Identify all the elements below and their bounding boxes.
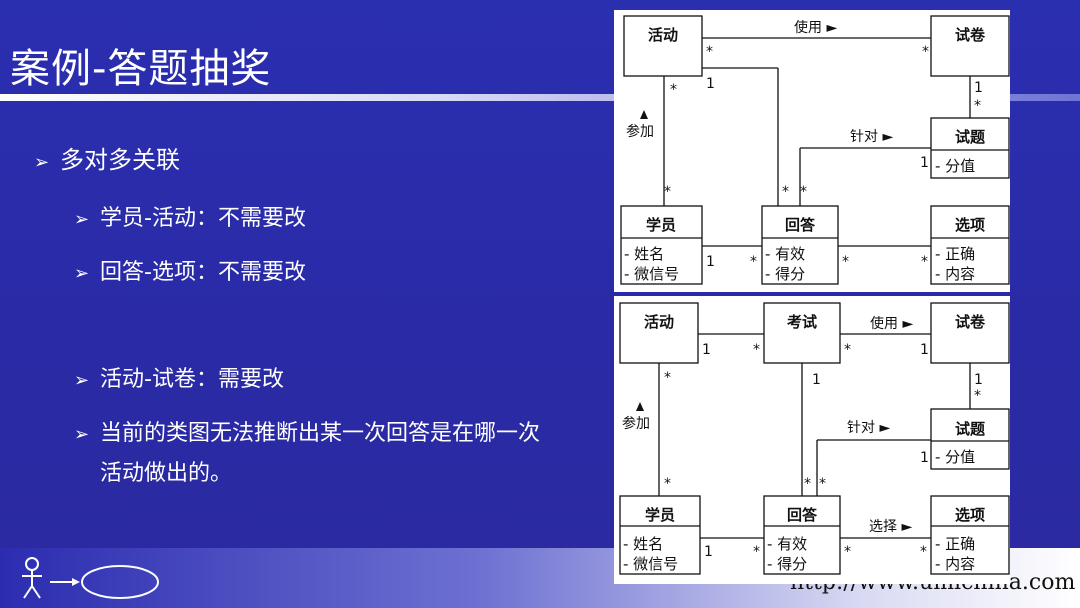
mult: 1: [920, 155, 929, 171]
label-target: 针对 ►: [847, 420, 890, 436]
label-use: 使用 ►: [870, 315, 913, 332]
class-paper: 试卷: [955, 313, 986, 331]
label-use: 使用 ►: [794, 19, 837, 36]
bullet-sub-4-cont: 活动做出的。: [100, 461, 233, 486]
attr-answer-score: - 得分: [767, 555, 807, 573]
bullet-sub-1-text: 学员-活动：不需要改: [100, 206, 306, 231]
bullet-sub-2-text: 回答-选项：不需要改: [100, 260, 306, 285]
mult: 1: [974, 80, 983, 96]
bullet-sub-3: ➢ 活动-试卷：需要改: [74, 361, 284, 393]
mult: *: [922, 44, 929, 60]
label-choose: 选择 ►: [869, 519, 912, 535]
class-activity: 活动: [648, 26, 678, 44]
title-underline: [0, 94, 1080, 101]
attr-option-correct: - 正确: [935, 535, 975, 553]
attr-option-content: - 内容: [935, 555, 975, 573]
class-answer: 回答: [787, 506, 818, 524]
bullet-sub-4-text: 当前的类图无法推断出某一次回答是在哪一次: [100, 421, 541, 446]
mult: *: [844, 342, 851, 358]
class-option: 选项: [955, 216, 985, 234]
mult: *: [753, 342, 760, 358]
class-paper: 试卷: [955, 26, 986, 44]
bullet-arrow-icon: ➢: [74, 209, 90, 230]
diagram-top: 活动 试卷 试题 学员 回答 选项 - 分值 - 姓名 - 微信号 - 有效 -…: [614, 10, 1010, 292]
mult: *: [804, 476, 811, 492]
mult: *: [974, 98, 981, 114]
mult: *: [664, 184, 671, 200]
use-case-logo-icon: [22, 557, 159, 599]
bullet-arrow-icon: ➢: [34, 152, 50, 173]
attr-question-score: - 分值: [935, 448, 975, 466]
bullet-main: ➢ 多对多关联: [34, 140, 180, 175]
mult: *: [920, 544, 927, 560]
diagram-bottom-canvas: 活动 考试 试卷 试题 学员 回答 选项 - 分值 - 姓名 - 微信号 - 有…: [619, 302, 1010, 575]
mult: 1: [706, 76, 715, 92]
mult: 1: [706, 254, 715, 270]
mult: 1: [920, 450, 929, 466]
mult: 1: [704, 544, 713, 560]
class-exam: 考试: [787, 313, 817, 331]
attr-answer-valid: - 有效: [765, 245, 805, 263]
bullet-arrow-icon: ➢: [74, 370, 90, 391]
mult: *: [670, 82, 677, 98]
mult: *: [844, 544, 851, 560]
mult: *: [706, 44, 713, 60]
bullet-main-text: 多对多关联: [60, 146, 180, 174]
class-question: 试题: [955, 420, 986, 438]
class-student: 学员: [646, 216, 676, 234]
label-join: 参加: [622, 415, 650, 432]
mult: *: [750, 254, 757, 270]
label-target: 针对 ►: [850, 129, 893, 145]
mult: *: [800, 184, 807, 200]
attr-option-correct: - 正确: [935, 245, 975, 263]
bullet-list: ➢ 多对多关联 ➢ 学员-活动：不需要改 ➢ 回答-选项：不需要改 ➢ 活动-试卷：需要…: [0, 0, 600, 608]
attr-student-wechat: - 微信号: [623, 555, 678, 573]
bullet-sub-3-text: 活动-试卷：需要改: [100, 367, 284, 392]
mult: 1: [974, 372, 983, 388]
mult: *: [921, 254, 928, 270]
attr-question-score: - 分值: [935, 157, 975, 175]
slide-title: 案例-答题抽奖: [10, 46, 272, 92]
mult: 1: [702, 342, 711, 358]
attr-answer-valid: - 有效: [767, 535, 807, 553]
bullet-sub-4: ➢ 当前的类图无法推断出某一次回答是在哪一次: [74, 415, 540, 447]
attr-answer-score: - 得分: [765, 265, 805, 283]
attr-student-wechat: - 微信号: [624, 265, 679, 283]
attr-student-name: - 姓名: [624, 245, 664, 263]
class-question: 试题: [955, 128, 986, 146]
class-answer: 回答: [785, 216, 816, 234]
bullet-arrow-icon: ➢: [74, 424, 90, 445]
mult: *: [819, 476, 826, 492]
diagram-top-canvas: 活动 试卷 试题 学员 回答 选项 - 分值 - 姓名 - 微信号 - 有效 -…: [620, 15, 1010, 285]
mult: 1: [920, 342, 929, 358]
mult: *: [974, 388, 981, 404]
mult: *: [664, 476, 671, 492]
mult: *: [753, 544, 760, 560]
mult: *: [664, 370, 671, 386]
bullet-sub-2: ➢ 回答-选项：不需要改: [74, 254, 306, 286]
bullet-sub-1: ➢ 学员-活动：不需要改: [74, 200, 306, 232]
mult: *: [842, 254, 849, 270]
bullet-arrow-icon: ➢: [74, 263, 90, 284]
attr-option-content: - 内容: [935, 265, 975, 283]
mult: 1: [812, 372, 821, 388]
mult: *: [782, 184, 789, 200]
label-join: 参加: [626, 123, 654, 140]
attr-student-name: - 姓名: [623, 535, 663, 553]
class-option: 选项: [955, 506, 985, 524]
class-student: 学员: [645, 506, 675, 524]
class-activity: 活动: [644, 313, 674, 331]
diagram-bottom: 活动 考试 试卷 试题 学员 回答 选项 - 分值 - 姓名 - 微信号 - 有…: [614, 296, 1010, 584]
